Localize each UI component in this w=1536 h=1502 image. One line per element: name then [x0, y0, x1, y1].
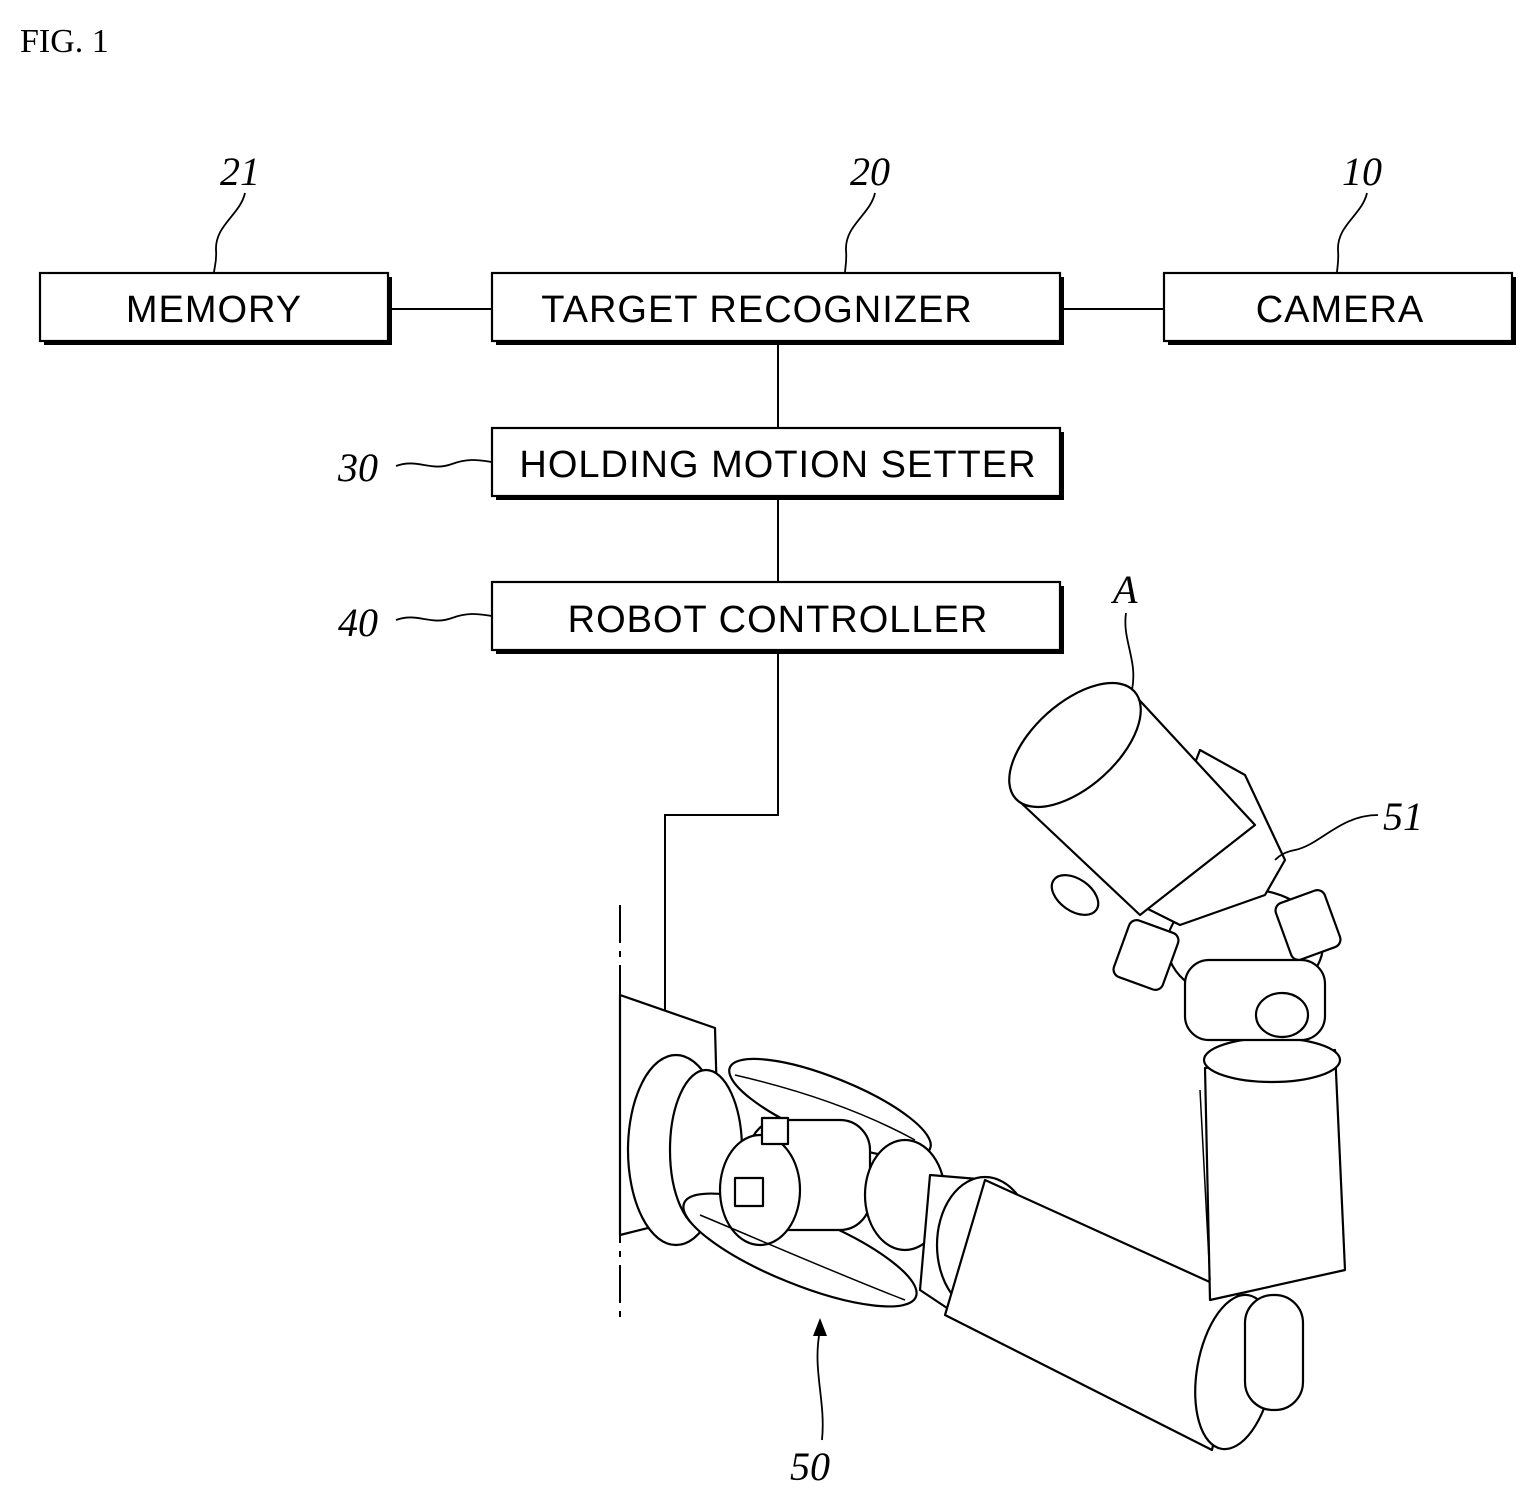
controller-robot-connector: [665, 652, 778, 1010]
ref-10: 10: [1342, 149, 1382, 194]
ref-a-leader: [1125, 613, 1133, 690]
ref-40-leader: [396, 614, 492, 621]
ref-30-leader: [396, 460, 492, 467]
ref-50-leader: [817, 1330, 822, 1440]
holding-motion-setter-label: HOLDING MOTION SETTER: [519, 444, 1036, 486]
ref-10-leader: [1337, 193, 1367, 273]
wrist-knob: [1256, 993, 1308, 1037]
ref-51-leader: [1275, 815, 1378, 860]
ref-21-leader: [214, 193, 245, 273]
ref-40: 40: [338, 600, 378, 645]
memory-label: MEMORY: [126, 289, 302, 331]
target-recognizer-label: TARGET RECOGNIZER: [541, 289, 973, 331]
ref-21: 21: [220, 149, 260, 194]
ref-a: A: [1110, 567, 1138, 612]
upper-arm-top: [1204, 1038, 1340, 1082]
upper-arm-cylinder: [1205, 1050, 1345, 1300]
elbow-joint: [1245, 1295, 1303, 1410]
camera-label: CAMERA: [1256, 289, 1425, 331]
memory-block: MEMORY: [40, 273, 392, 345]
ref-51: 51: [1383, 794, 1423, 839]
robot-controller-block: ROBOT CONTROLLER: [492, 582, 1064, 654]
robot-controller-label: ROBOT CONTROLLER: [568, 599, 989, 641]
ref-20-leader: [845, 193, 875, 273]
camera-block: CAMERA: [1164, 273, 1516, 345]
target-recognizer-block: TARGET RECOGNIZER: [492, 273, 1064, 345]
ref-50: 50: [790, 1444, 830, 1489]
ref-50-arrowhead: [813, 1318, 827, 1336]
robot-arm-illustration: [620, 660, 1345, 1455]
joint-pin-lower: [735, 1178, 763, 1206]
ref-30: 30: [337, 445, 378, 490]
figure-title: FIG. 1: [20, 23, 109, 60]
ref-20: 20: [850, 149, 890, 194]
holding-motion-setter-block: HOLDING MOTION SETTER: [492, 428, 1064, 500]
joint-pin-upper: [762, 1118, 788, 1144]
finger-tip-left: [1045, 867, 1106, 923]
